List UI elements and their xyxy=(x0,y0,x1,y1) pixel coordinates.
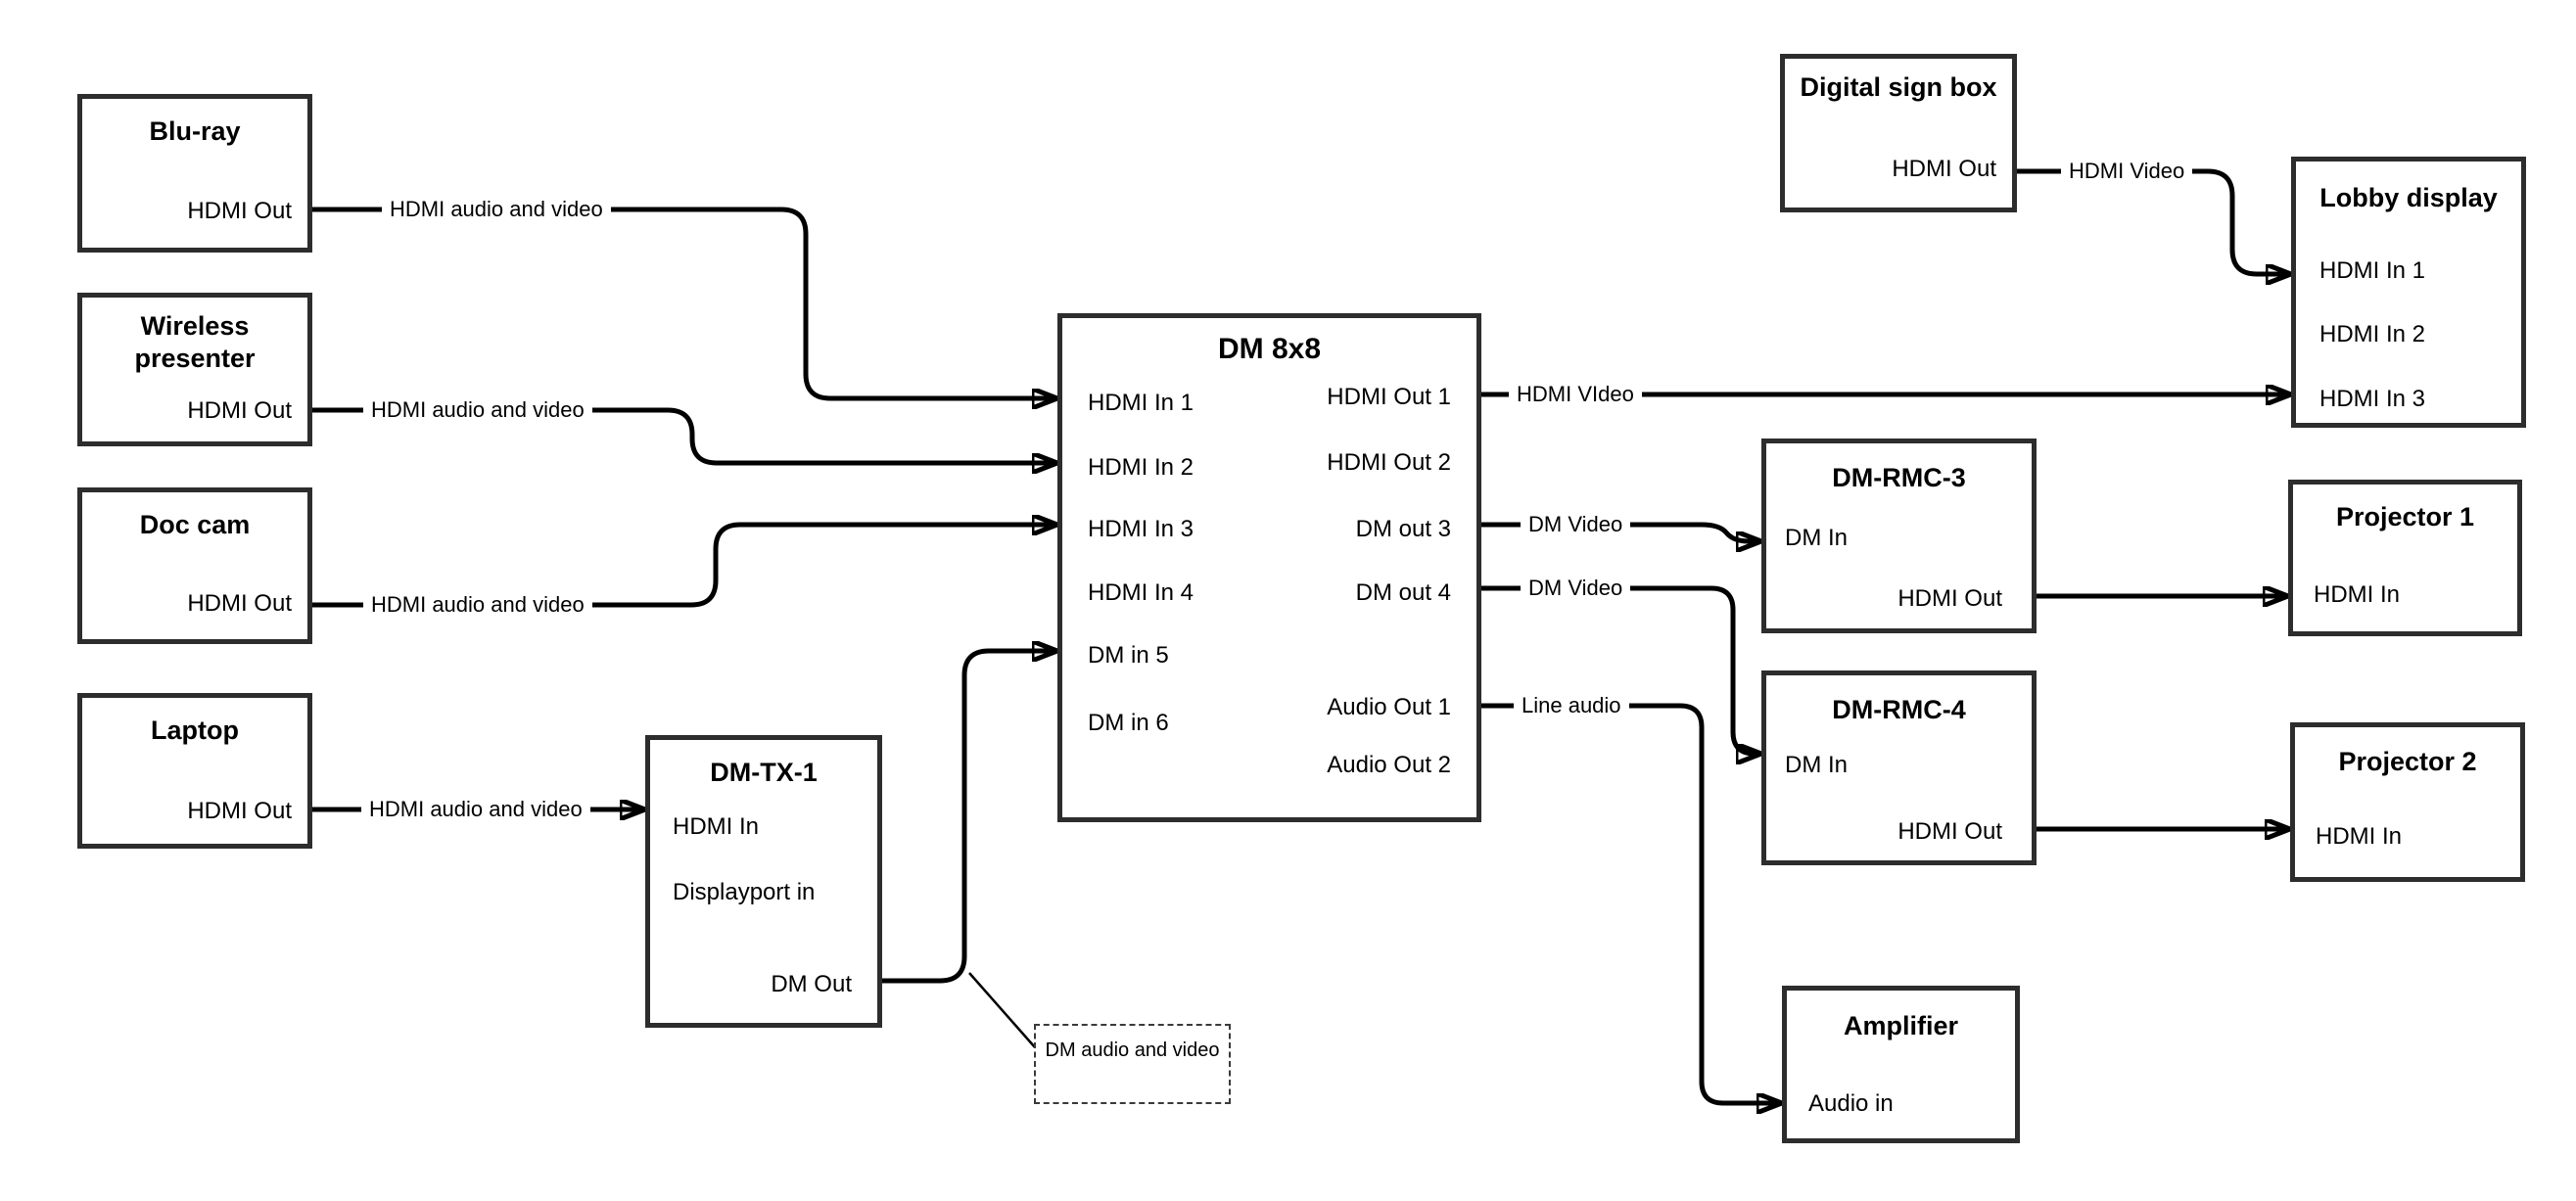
box-blu-ray: Blu-ray HDMI Out xyxy=(77,94,312,253)
port-hdmi-out: HDMI Out xyxy=(1892,156,1996,182)
connector-dm8x8-dmout3-to-dmrmc3 xyxy=(1481,522,1761,541)
box-title: Projector 1 xyxy=(2335,502,2475,531)
box-title: DM-RMC-4 xyxy=(1832,695,1966,724)
port-hdmi-out: HDMI Out xyxy=(187,198,292,224)
port-hdmi-in-1: HDMI In 1 xyxy=(2319,257,2426,284)
box-dm-8x8: DM 8x8 HDMI In 1 HDMI In 2 HDMI In 3 HDM… xyxy=(1057,313,1481,822)
connector-dm8x8-dmout4-to-dmrmc4 xyxy=(1481,585,1761,754)
connection-label: HDMI Video xyxy=(2061,157,2193,186)
box-title: DM-TX-1 xyxy=(710,758,818,787)
connection-label: HDMI audio and video xyxy=(363,395,592,425)
box-title: Wireless presenter xyxy=(134,311,256,373)
box-dm-tx-1: DM-TX-1 HDMI In Displayport in DM Out xyxy=(645,735,882,1028)
port-hdmi-out: HDMI Out xyxy=(1897,585,2002,612)
connector-dm8x8-audioout1-to-amplifier xyxy=(1481,703,1782,1103)
port-dm-in-6: DM in 6 xyxy=(1088,710,1169,736)
port-hdmi-in-3: HDMI In 3 xyxy=(1088,516,1194,542)
port-hdmi-out: HDMI Out xyxy=(1897,818,2002,845)
port-dm-in: DM In xyxy=(1785,752,1849,778)
port-audio-out-2: Audio Out 2 xyxy=(1327,752,1451,778)
connection-label: Line audio xyxy=(1514,691,1629,720)
connection-label: HDMI VIdeo xyxy=(1509,380,1642,409)
box-title: Digital sign box xyxy=(1800,72,1997,102)
port-displayport-in: Displayport in xyxy=(673,879,816,905)
box-lobby-display: Lobby display HDMI In 1 HDMI In 2 HDMI I… xyxy=(2291,157,2526,428)
port-hdmi-out-1: HDMI Out 1 xyxy=(1327,384,1451,410)
port-audio-in: Audio in xyxy=(1808,1090,1894,1117)
port-dm-out: DM Out xyxy=(771,971,852,997)
port-hdmi-in: HDMI In xyxy=(2314,581,2401,608)
connection-label: HDMI audio and video xyxy=(382,195,611,224)
port-audio-out-1: Audio Out 1 xyxy=(1327,694,1451,720)
box-projector-1: Projector 1 HDMI In xyxy=(2288,480,2522,636)
box-title: Doc cam xyxy=(139,510,251,539)
port-hdmi-in-2: HDMI In 2 xyxy=(2319,321,2426,347)
note-callout-line xyxy=(968,972,1036,1048)
port-hdmi-in-1: HDMI In 1 xyxy=(1088,390,1194,416)
box-laptop: Laptop HDMI Out xyxy=(77,693,312,849)
box-projector-2: Projector 2 HDMI In xyxy=(2290,722,2525,882)
box-wireless-presenter: Wireless presenter HDMI Out xyxy=(77,293,312,446)
port-dm-in-5: DM in 5 xyxy=(1088,642,1169,669)
connector-sign-to-lobby-in1 xyxy=(2017,168,2291,274)
note-dm-audio-and-video: DM audio and video xyxy=(1034,1024,1231,1104)
port-dm-out-4: DM out 4 xyxy=(1355,579,1451,606)
connection-label: DM Video xyxy=(1521,574,1631,603)
connection-label: DM Video xyxy=(1521,510,1631,539)
port-hdmi-out-2: HDMI Out 2 xyxy=(1327,449,1451,476)
port-hdmi-in: HDMI In xyxy=(2316,823,2403,850)
port-hdmi-in: HDMI In xyxy=(673,813,760,840)
connector-bluray-to-dm8x8-in1 xyxy=(312,207,1057,398)
box-amplifier: Amplifier Audio in xyxy=(1782,986,2020,1143)
box-title: Blu-ray xyxy=(149,116,241,146)
box-dm-rmc-4: DM-RMC-4 DM In HDMI Out xyxy=(1761,670,2037,865)
port-hdmi-in-3: HDMI In 3 xyxy=(2319,386,2426,412)
port-dm-out-3: DM out 3 xyxy=(1355,516,1451,542)
port-hdmi-in-4: HDMI In 4 xyxy=(1088,579,1194,606)
box-title: Projector 2 xyxy=(2338,747,2477,776)
connector-dmtx1-dmout-to-dm8x8-in5 xyxy=(882,651,1057,984)
box-title: Laptop xyxy=(151,716,239,745)
box-digital-sign-box: Digital sign box HDMI Out xyxy=(1780,54,2017,212)
connector-wireless-to-dm8x8-in2 xyxy=(312,407,1057,463)
box-title: Amplifier xyxy=(1843,1011,1959,1040)
box-title: DM-RMC-3 xyxy=(1832,463,1966,492)
box-title: Lobby display xyxy=(2319,183,2498,212)
port-hdmi-in-2: HDMI In 2 xyxy=(1088,454,1194,481)
box-doc-cam: Doc cam HDMI Out xyxy=(77,487,312,644)
box-dm-rmc-3: DM-RMC-3 DM In HDMI Out xyxy=(1761,439,2037,633)
connector-doccam-to-dm8x8-in3 xyxy=(312,525,1057,608)
connection-label: HDMI audio and video xyxy=(363,590,592,620)
port-hdmi-out: HDMI Out xyxy=(187,798,292,824)
connection-label: HDMI audio and video xyxy=(361,795,590,824)
port-hdmi-out: HDMI Out xyxy=(187,590,292,617)
port-hdmi-out: HDMI Out xyxy=(187,397,292,424)
port-dm-in: DM In xyxy=(1785,525,1849,551)
box-title: DM 8x8 xyxy=(1217,333,1322,365)
